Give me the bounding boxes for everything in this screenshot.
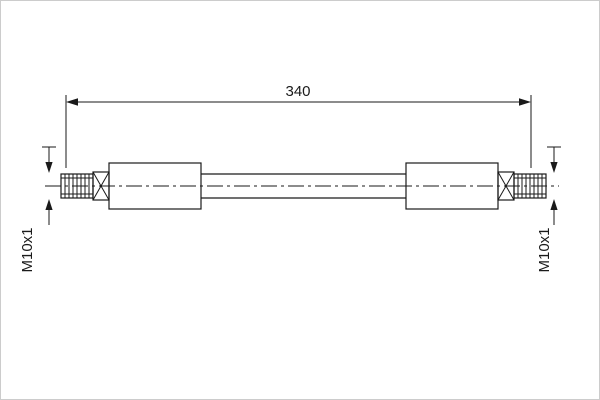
right-thread-label: M10x1 (536, 227, 553, 272)
hose-assembly (45, 162, 559, 210)
left-thread-hatching (64, 174, 90, 198)
length-dimension: 340 (65, 83, 532, 168)
left-crimp-sleeve (108, 162, 202, 210)
right-thread-dimension: M10x1 (536, 146, 561, 273)
left-arrow-down-icon (45, 162, 53, 173)
right-arrow-up-icon (550, 199, 558, 210)
right-threaded-fitting (513, 173, 547, 199)
right-thread-hatching (517, 174, 543, 198)
left-arrow-up-icon (45, 199, 53, 210)
hose-body (201, 173, 406, 199)
arrowhead-left-icon (66, 98, 78, 106)
left-thread-label: M10x1 (19, 227, 36, 272)
right-arrow-down-icon (550, 162, 558, 173)
arrowhead-right-icon (519, 98, 531, 106)
length-dimension-label: 340 (285, 83, 310, 100)
left-thread-dimension: M10x1 (19, 146, 56, 273)
